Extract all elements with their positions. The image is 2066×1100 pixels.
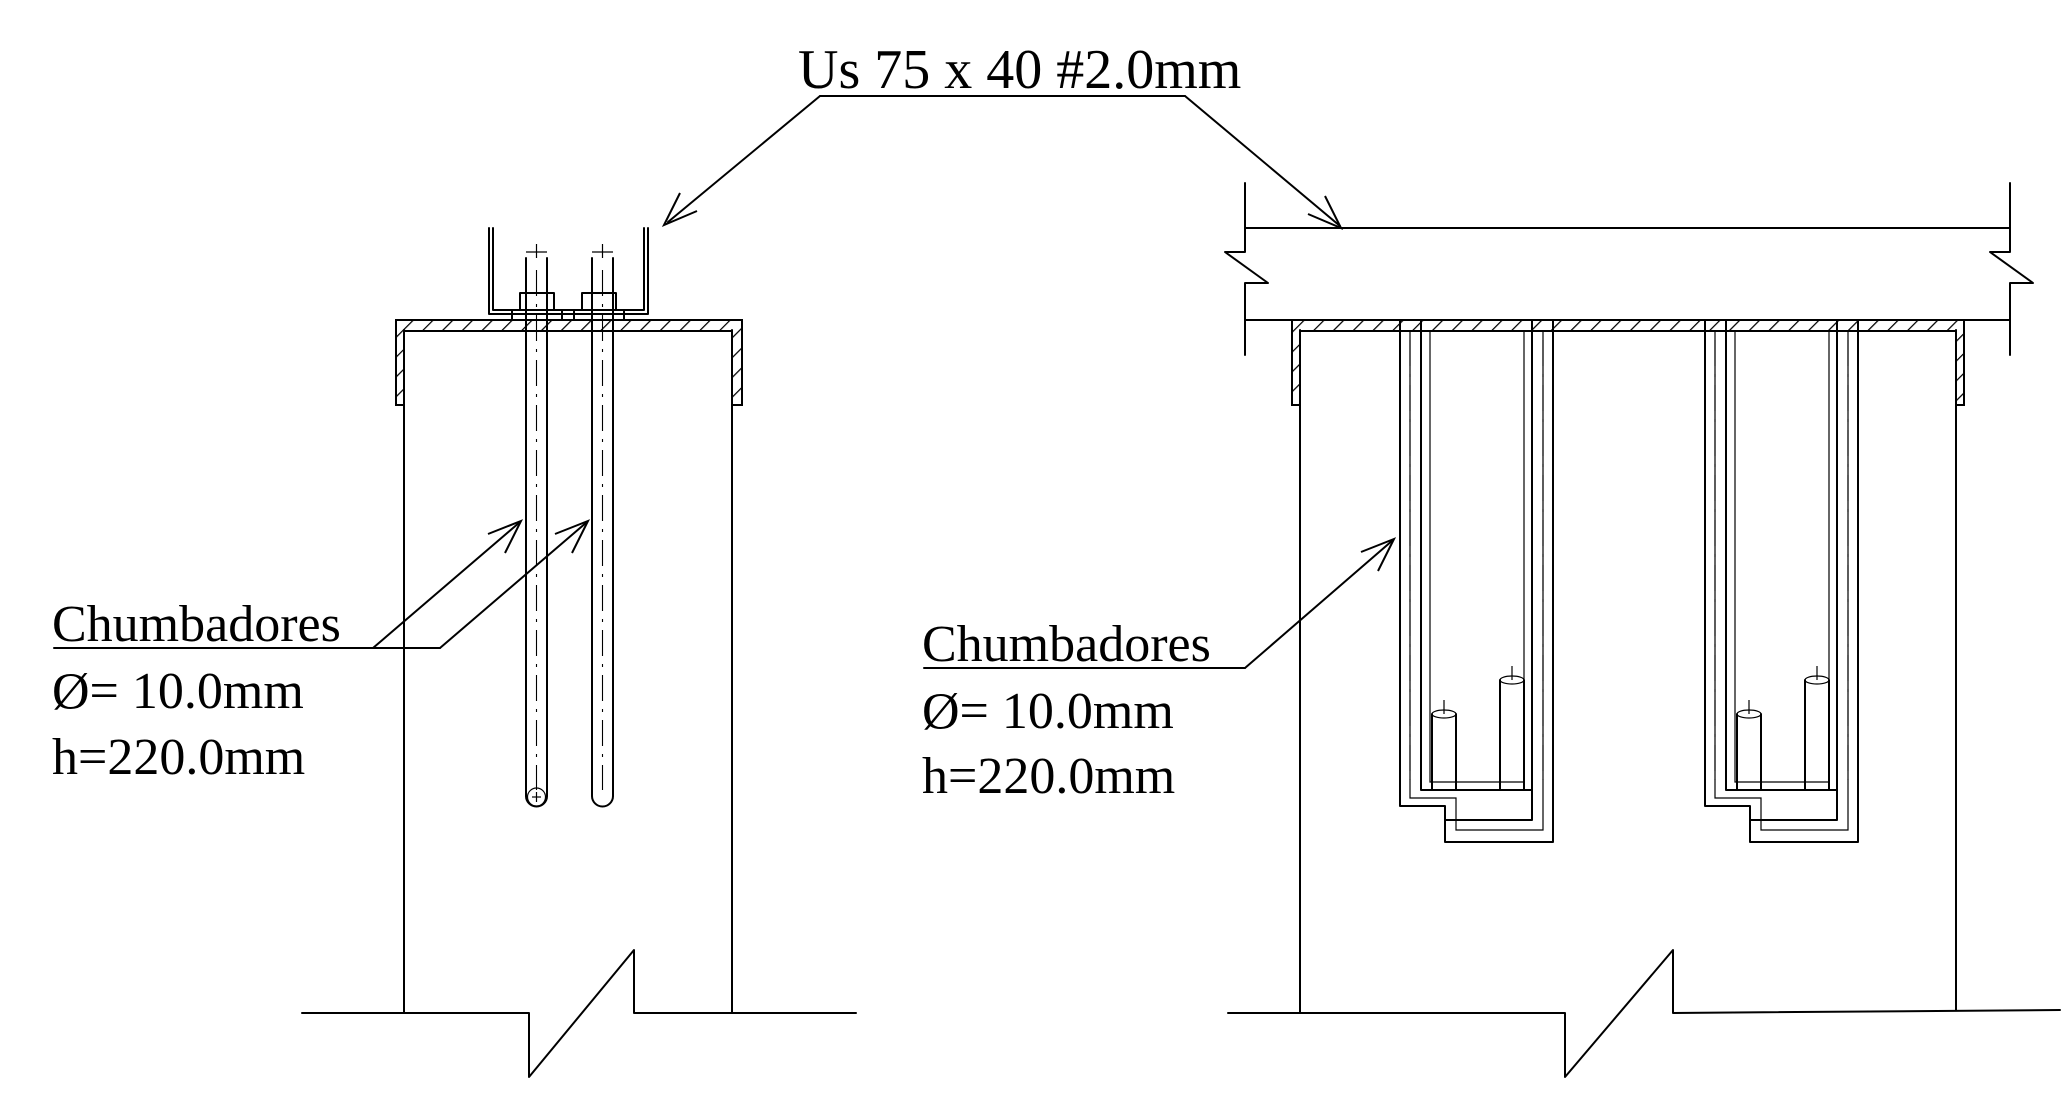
profile-leader-lines [661,95,1344,230]
right-height-label: h=220.0mm [922,748,1175,805]
left-detail: Chumbadores Ø= 10.0mm h=220.0mm [52,227,857,1078]
left-base-plate [395,319,743,406]
left-u-channel [488,227,649,321]
right-concrete-column [1227,329,2061,1078]
left-concrete-column [301,329,857,1078]
right-detail: Chumbadores Ø= 10.0mm h=220.0mm [922,182,2061,1078]
right-diameter-label: Ø= 10.0mm [922,683,1174,740]
left-anchor-leader [53,519,591,649]
profile-label: Us 75 x 40 #2.0mm [798,39,1241,101]
right-u-anchor-1 [1399,319,1554,843]
left-anchor-bolt-2 [591,244,614,808]
left-height-label: h=220.0mm [52,729,305,786]
right-u-anchor-2 [1704,319,1859,843]
right-anchor-leader [923,537,1397,669]
left-diameter-label: Ø= 10.0mm [52,663,304,720]
left-anchor-label: Chumbadores [52,596,341,653]
left-anchor-bolt-1 [525,244,548,808]
right-base-plate [1291,319,1965,406]
right-anchor-label: Chumbadores [922,616,1211,673]
